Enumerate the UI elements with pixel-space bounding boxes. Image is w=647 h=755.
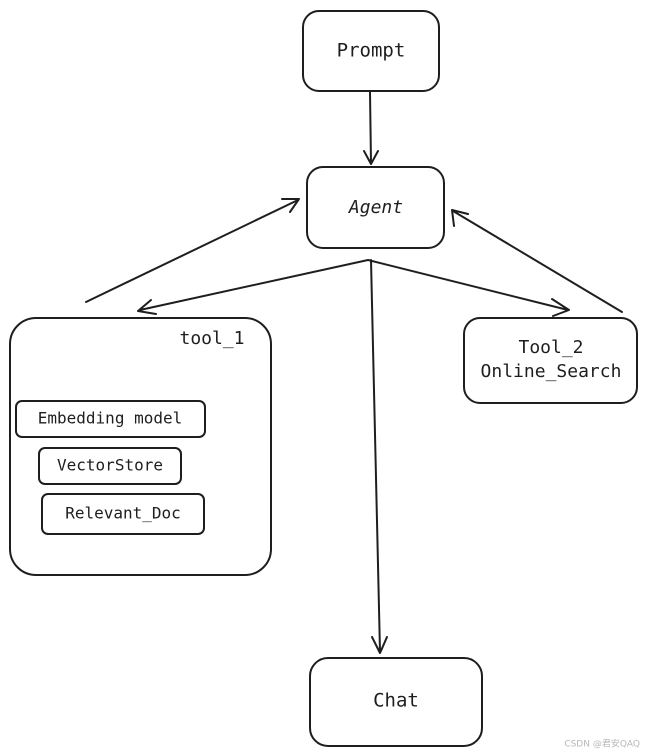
tool-1-node[interactable]: tool_1 Embedding model VectorStore Relev…: [9, 317, 272, 576]
relevant-doc-label: Relevant_Doc: [65, 504, 181, 523]
embedding-model-box[interactable]: Embedding model: [15, 400, 206, 438]
vectorstore-label: VectorStore: [57, 456, 163, 475]
edge-agent-to-chat: [370, 259, 388, 654]
chat-node[interactable]: Chat: [309, 657, 483, 747]
agent-node[interactable]: Agent: [306, 166, 445, 249]
tool-1-title: tool_1: [179, 328, 244, 349]
tool-2-label-line2: Online_Search: [481, 361, 622, 382]
edge-agent-to-tool-2: [367, 259, 570, 317]
watermark-text: CSDN @君安QAQ: [564, 738, 640, 750]
prompt-node[interactable]: Prompt: [302, 10, 440, 92]
embedding-model-label: Embedding model: [38, 409, 183, 428]
tool-2-node[interactable]: Tool_2 Online_Search: [463, 317, 638, 404]
edge-tool-1-to-agent: [85, 198, 300, 303]
chat-label: Chat: [373, 690, 419, 712]
prompt-label: Prompt: [337, 40, 406, 62]
edge-prompt-to-agent: [363, 91, 379, 165]
edges: [85, 91, 623, 654]
relevant-doc-box[interactable]: Relevant_Doc: [41, 493, 205, 535]
vectorstore-box[interactable]: VectorStore: [38, 447, 182, 485]
edge-agent-to-tool-1: [137, 259, 369, 315]
agent-label: Agent: [348, 197, 403, 218]
tool-2-label-line1: Tool_2: [518, 337, 583, 358]
edge-tool-2-to-agent: [451, 209, 623, 313]
